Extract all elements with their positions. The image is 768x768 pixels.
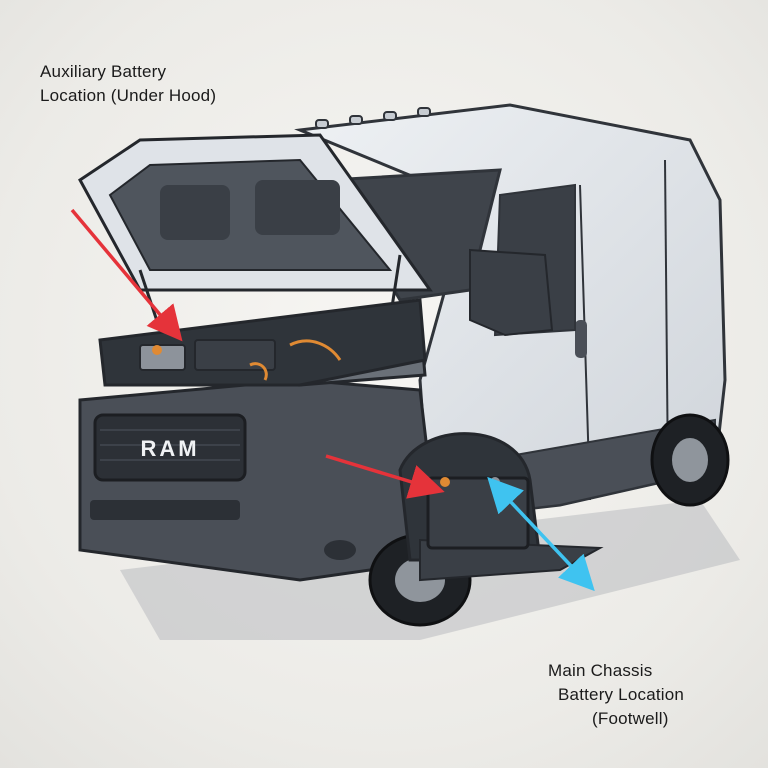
main-label-line-1: Main Chassis <box>548 661 653 680</box>
arrow-down-right-icon <box>70 208 183 342</box>
roof-clips <box>315 107 431 129</box>
arrow-right-icon <box>325 454 445 499</box>
fog-light <box>324 540 356 560</box>
auxiliary-battery <box>139 344 186 371</box>
grille <box>93 413 247 482</box>
grille-slats <box>100 429 240 461</box>
double-arrow-icon <box>487 476 595 592</box>
main-label-line-3: (Footwell) <box>592 709 669 728</box>
auxiliary-label-line-2: Location (Under Hood) <box>40 86 217 105</box>
main-battery-callout: Main Chassis Battery Location (Footwell) <box>548 659 684 731</box>
lower-intake <box>90 500 240 520</box>
side-mirror <box>469 248 554 337</box>
auxiliary-battery-callout: Auxiliary Battery Location (Under Hood) <box>40 60 216 108</box>
main-chassis-battery <box>426 476 530 550</box>
door-handle <box>575 320 587 358</box>
auxiliary-label-line-1: Auxiliary Battery <box>40 62 167 81</box>
grille-badge: RAM <box>140 436 199 461</box>
main-label-line-2: Battery Location <box>558 685 685 704</box>
rear-wheel <box>650 413 730 507</box>
